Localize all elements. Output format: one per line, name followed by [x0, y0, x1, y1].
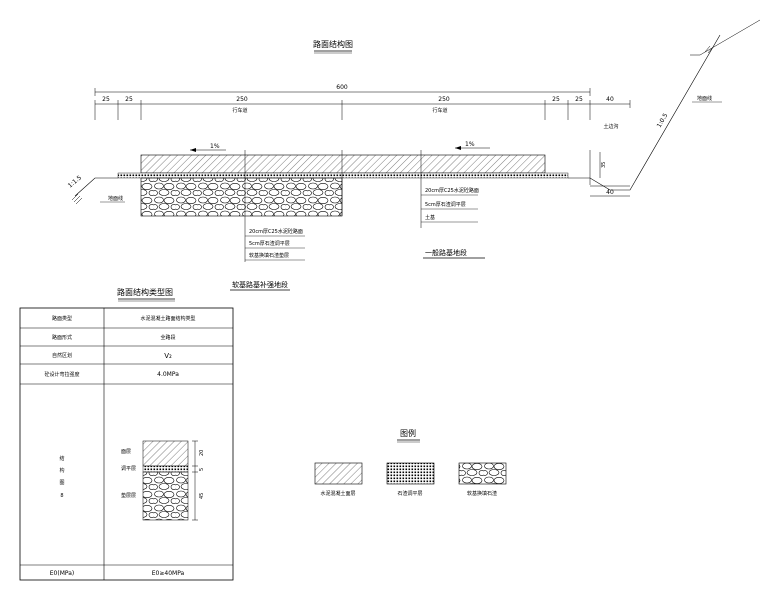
layer-name-0: 面层	[121, 449, 131, 455]
stone-fill-layer	[140, 177, 343, 217]
legend-item-0: 水泥混凝土面层	[320, 490, 355, 497]
row-label-3: 砼设计弯拉强度	[44, 371, 79, 378]
dim-40b: 40	[606, 189, 614, 196]
layer-name-2: 垫层层	[121, 492, 136, 499]
e0-value: E0≥40MPa	[152, 570, 185, 577]
legend-swatch-leveling	[386, 462, 435, 485]
layer-right-1: 20cm厚C25水泥砼路面	[425, 187, 479, 194]
lane-left: 行车道	[232, 107, 247, 114]
ground-line-right: 地面线	[697, 95, 712, 102]
leveling-layer	[117, 172, 569, 179]
row-value-2: V₂	[164, 352, 172, 360]
structure-label-3: 8	[60, 493, 63, 499]
layer-notes-left: 20cm厚C25水泥砼路面 5cm厚石渣调平层 软基换填石渣垫层	[245, 228, 305, 261]
label-normal-base: 一般路基地段	[425, 248, 467, 257]
legend: 图例 水泥混凝土面层 石渣调平层 软基换填石渣	[314, 428, 507, 497]
layer-name-1: 调平层	[121, 465, 136, 472]
dim-25b: 25	[125, 96, 133, 103]
row-value-0: 水泥混凝土路面结构类型	[140, 315, 195, 322]
dim-25a: 25	[102, 96, 110, 103]
dim-total: 600	[336, 84, 348, 91]
layer-dim-1: 5	[199, 468, 205, 471]
slope-ratio-right: 1:0.5	[656, 112, 670, 129]
structure-stone	[142, 471, 189, 521]
layer-dim-2: 45	[199, 493, 205, 499]
pavement-type-table: 路面结构类型图 路面类型 水泥混凝土路面结构类型 路面形式 全路段 自然区划 V…	[19, 287, 234, 581]
e0-label: E0(MPa)	[50, 570, 75, 577]
layer-left-3: 软基换填石渣垫层	[249, 252, 289, 259]
ditch-label: 土边沟	[603, 123, 618, 130]
row-label-1: 路面形式	[52, 334, 72, 341]
layer-right-3: 土基	[425, 214, 435, 221]
drawing-title: 路面结构图	[313, 39, 353, 49]
structure-leveling	[142, 465, 189, 473]
structure-concrete	[142, 440, 189, 467]
legend-item-1: 石渣调平层	[397, 490, 422, 497]
left-slope	[74, 177, 118, 197]
structure-label-0: 结	[59, 455, 64, 462]
layer-dim-0: 20	[199, 450, 205, 456]
label-soft-base: 软基路基补强地段	[232, 280, 288, 289]
layer-left-1: 20cm厚C25水泥砼路面	[249, 228, 303, 235]
legend-item-2: 软基换填石渣	[467, 490, 497, 497]
slope-right-label: 1%	[465, 141, 475, 148]
structure-label-2: 图	[59, 480, 64, 486]
lane-right: 行车道	[432, 107, 447, 114]
row-value-3: 4.0MPa	[157, 371, 179, 378]
slope-ratio-left: 1:1.5	[67, 174, 83, 189]
dim-35: 35	[601, 162, 607, 168]
layer-notes-right: 20cm厚C25水泥砼路面 5cm厚石渣调平层 土基	[421, 187, 479, 223]
dim-25c: 25	[552, 96, 560, 103]
row-label-2: 自然区划	[52, 352, 72, 359]
structure-label-1: 构	[59, 467, 64, 474]
layer-right-2: 5cm厚石渣调平层	[425, 201, 466, 208]
right-slope	[568, 34, 721, 191]
legend-swatch-concrete	[314, 462, 363, 485]
concrete-layer	[140, 154, 546, 174]
row-label-0: 路面类型	[52, 315, 72, 322]
row-value-1: 全路段	[160, 334, 175, 341]
dim-250b: 250	[438, 96, 450, 103]
legend-swatch-stone	[458, 462, 507, 485]
road-structure-drawing: 路面结构图 600 25 25 250 250 25 25 40 行车道 行车道…	[67, 19, 760, 291]
dim-25d: 25	[575, 96, 583, 103]
legend-title: 图例	[400, 428, 416, 438]
dim-40a: 40	[606, 96, 614, 103]
table-title: 路面结构类型图	[117, 287, 173, 297]
dim-250a: 250	[236, 96, 248, 103]
slope-left-label: 1%	[210, 143, 220, 150]
table-frame	[19, 307, 234, 581]
layer-left-2: 5cm厚石渣调平层	[249, 240, 290, 247]
ground-line-left: 地面线	[108, 195, 123, 202]
